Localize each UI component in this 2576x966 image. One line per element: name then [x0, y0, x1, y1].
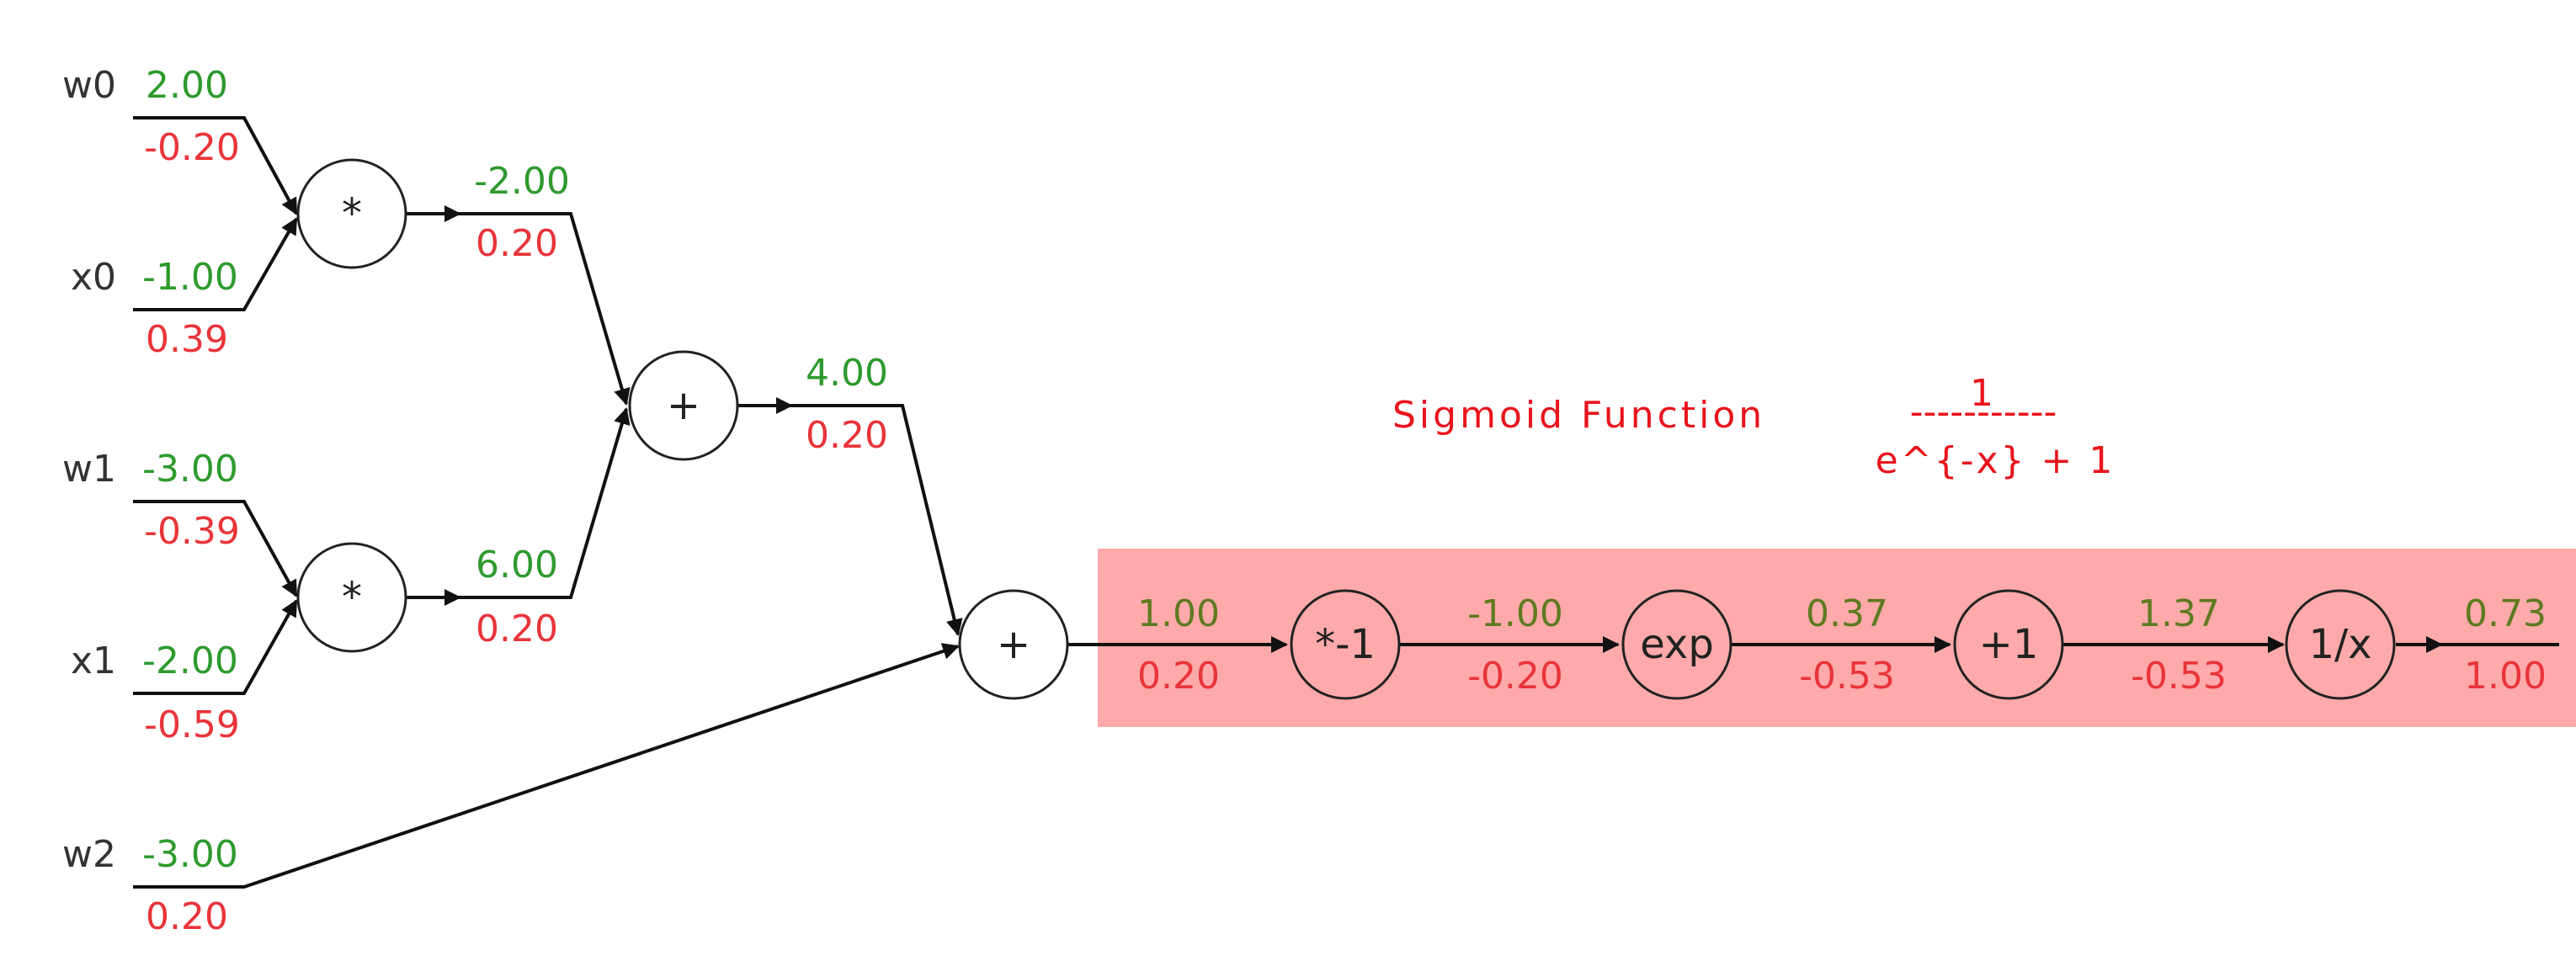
gate-add0-op: + — [667, 382, 700, 429]
wire-w0 — [133, 116, 298, 215]
wire-add0-to-add1 — [791, 404, 963, 636]
edge-value-exp: 0.37 — [1806, 592, 1888, 635]
gate-plus1-op: +1 — [1979, 621, 2039, 668]
edge-gradient-plus1: -0.53 — [2131, 655, 2227, 698]
input-name-x0: x0 — [71, 256, 116, 299]
gate-mul0-op: * — [342, 190, 362, 237]
gate-neg-op: *-1 — [1315, 621, 1376, 668]
input-gradient-x0: 0.39 — [146, 318, 228, 361]
wire-x1 — [133, 599, 298, 695]
gate-mul1: * — [296, 542, 407, 653]
input-name-x1: x1 — [71, 640, 116, 682]
input-value-w1: -3.00 — [142, 448, 238, 491]
sigmoid-label: Sigmoid Function — [1392, 394, 1765, 437]
wire-w2 — [133, 643, 960, 889]
edge-value-recip: 0.73 — [2464, 592, 2547, 635]
edge-gradient-add1: 0.20 — [1137, 655, 1220, 698]
input-value-w0: 2.00 — [146, 64, 228, 107]
gate-recip-op: 1/x — [2308, 621, 2371, 668]
input-gradient-w0: -0.20 — [144, 126, 240, 169]
input-value-w2: -3.00 — [142, 833, 238, 876]
sigmoid-denominator: e^{-x} + 1 — [1876, 439, 2116, 482]
input-gradient-w2: 0.20 — [146, 895, 228, 938]
input-name-w2: w2 — [62, 833, 116, 876]
gate-add1-op: + — [997, 621, 1030, 668]
wire-x0 — [133, 217, 298, 311]
input-name-w1: w1 — [62, 448, 116, 491]
gate-neg: *-1 — [1290, 589, 1401, 700]
input-value-x0: -1.00 — [142, 256, 238, 299]
wire-mul0-to-add0 — [460, 212, 631, 406]
edge-gradient-mul1: 0.20 — [476, 608, 558, 650]
input-gradient-w1: -0.39 — [144, 510, 240, 553]
gate-add1: + — [958, 589, 1069, 700]
edge-value-neg: -1.00 — [1467, 592, 1563, 635]
edge-gradient-mul0: 0.20 — [476, 222, 558, 265]
edge-value-add1: 1.00 — [1137, 592, 1220, 635]
wire-w1 — [133, 500, 298, 597]
edge-gradient-neg: -0.20 — [1467, 655, 1563, 698]
edge-gradient-add0: 0.20 — [806, 414, 888, 457]
input-value-x1: -2.00 — [142, 640, 238, 682]
edge-gradient-recip: 1.00 — [2464, 655, 2547, 698]
sigmoid-fraction-bar: ----------- — [1910, 390, 2057, 433]
gate-exp-op: exp — [1640, 621, 1714, 668]
edge-value-add0: 4.00 — [806, 352, 888, 395]
input-gradient-x1: -0.59 — [144, 703, 240, 746]
wire-mul1-to-add0 — [460, 407, 631, 599]
gate-recip: 1/x — [2285, 589, 2396, 700]
gate-plus1: +1 — [1953, 589, 2064, 700]
edge-value-plus1: 1.37 — [2137, 592, 2220, 635]
edge-value-mul0: -2.00 — [474, 160, 570, 203]
sigmoid-numerator: 1 — [1970, 372, 1993, 415]
gate-mul0: * — [296, 158, 407, 269]
gate-add0: + — [628, 350, 739, 461]
edge-gradient-exp: -0.53 — [1799, 655, 1895, 698]
gate-exp: exp — [1621, 589, 1732, 700]
gate-mul1-op: * — [342, 574, 362, 621]
edge-value-mul1: 6.00 — [476, 544, 558, 586]
input-name-w0: w0 — [62, 64, 116, 107]
